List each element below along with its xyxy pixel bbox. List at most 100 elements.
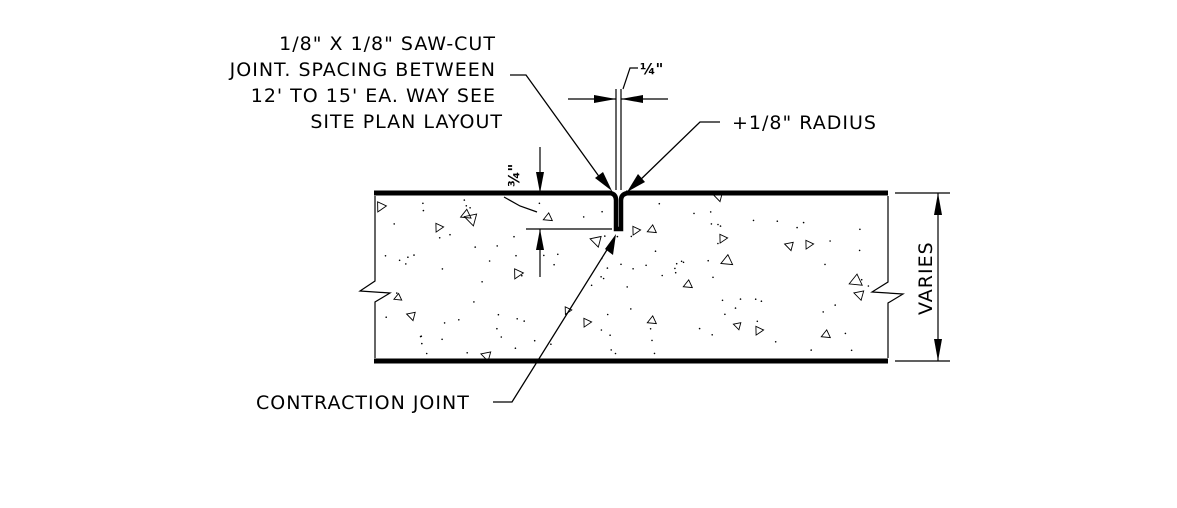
aggregate-speck (488, 260, 491, 262)
aggregate-triangle (583, 317, 593, 328)
aggregate-triangle (480, 351, 492, 363)
aggregate-speck (473, 301, 475, 303)
depth-label-leader (503, 196, 538, 213)
saw-cut-note-line-2: JOINT. SPACING BETWEEN (229, 59, 496, 81)
aggregate-speck (717, 223, 719, 226)
aggregate-speck (533, 339, 536, 342)
aggregate-speck (582, 216, 585, 218)
aggregate-speck (626, 286, 628, 288)
aggregate-speck (521, 274, 523, 277)
saw-cut-joint-groove (609, 190, 629, 232)
saw-cut-note: 1/8" X 1/8" SAW-CUT JOINT. SPACING BETWE… (229, 33, 612, 191)
aggregate-triangle (719, 233, 729, 244)
aggregate-speck (850, 349, 853, 352)
aggregate-triangle (646, 224, 658, 234)
aggregate-speck (496, 327, 498, 330)
aggregate-speck (469, 207, 471, 209)
aggregate-speck (398, 259, 401, 262)
aggregate-speck (385, 316, 388, 319)
aggregate-speck (393, 223, 396, 225)
aggregate-speck (734, 307, 737, 309)
aggregate-speck (844, 332, 847, 335)
aggregate-speck (438, 237, 441, 239)
aggregate-speck (756, 320, 759, 323)
aggregate-speck (590, 284, 593, 287)
aggregate-speck (682, 261, 685, 264)
aggregate-triangle (514, 268, 525, 280)
aggregate-speck (858, 249, 861, 252)
varies-label: VARIES (915, 241, 937, 315)
radius-leader-arrow (627, 174, 645, 192)
aggregate-speck (421, 342, 423, 345)
aggregate-speck (441, 268, 444, 270)
joint-depth-dimension: ¾" (503, 147, 612, 277)
aggregate-speck (513, 235, 515, 238)
aggregate-speck (859, 228, 861, 231)
aggregate-speck (822, 311, 824, 313)
aggregate-speck (760, 300, 763, 303)
aggregate-speck (538, 202, 541, 205)
aggregate-speck (693, 212, 695, 215)
joint-width-dimension: ¼" (568, 60, 668, 190)
aggregate-speck (516, 318, 518, 320)
aggregate-triangle (589, 235, 602, 248)
contraction-joint-leader (493, 244, 611, 403)
aggregate-speck (675, 262, 678, 265)
aggregate-speck (465, 205, 468, 207)
aggregate-speck (604, 235, 606, 237)
depth-arrow-top (536, 172, 544, 193)
radius-note: +1/8" RADIUS (627, 112, 876, 192)
aggregate-speck (674, 271, 677, 274)
width-arrow-left (594, 95, 616, 103)
aggregate-speck (711, 334, 713, 336)
svg-text:1/8" X 1/8" SAW-CUT JOIN: 1/8" X 1/8" SAW-CUT JOINT. SPACING BETWE… (229, 33, 503, 133)
aggregate-speck (463, 199, 466, 201)
aggregate-triangle (755, 325, 765, 336)
aggregate-speck (834, 304, 836, 306)
aggregate-speck (860, 278, 863, 281)
aggregate-speck (602, 277, 605, 280)
saw-cut-note-line-1: 1/8" X 1/8" SAW-CUT (279, 33, 496, 55)
aggregate-speck (609, 334, 611, 337)
aggregate-speck (614, 352, 617, 355)
aggregate-triangle (393, 292, 403, 301)
aggregate-speck (413, 254, 415, 256)
varies-arrow-top (934, 193, 942, 215)
aggregate-speck (550, 343, 552, 346)
saw-cut-note-line-4: SITE PLAN LAYOUT (310, 111, 503, 133)
aggregate-speck (654, 250, 657, 252)
aggregate-speck (717, 242, 719, 245)
aggregate-speck (616, 235, 619, 238)
aggregate-speck (500, 336, 503, 338)
aggregate-speck (557, 253, 559, 256)
aggregate-triangle (848, 273, 863, 286)
aggregate-triangle (632, 225, 642, 236)
contraction-joint-note: CONTRACTION JOINT (256, 234, 616, 414)
aggregate-speck (466, 352, 469, 354)
aggregate-speck (422, 209, 425, 212)
aggregate-speck (481, 281, 483, 283)
aggregate-speck (658, 202, 661, 205)
aggregate-speck (698, 327, 701, 330)
aggregate-speck (514, 347, 517, 350)
aggregate-speck (496, 245, 499, 247)
aggregate-speck (443, 322, 446, 324)
aggregate-speck (620, 263, 622, 266)
aggregate-speck (515, 254, 517, 257)
aggregate-triangle (459, 208, 472, 219)
aggregate-speck (710, 223, 713, 225)
aggregate-speck (774, 341, 777, 343)
aggregate-speck (630, 235, 633, 238)
aggregate-speck (709, 211, 712, 213)
aggregate-speck (553, 263, 555, 266)
aggregate-speck (474, 246, 477, 248)
width-dimension-label: ¼" (640, 60, 663, 78)
aggregate-triangle (435, 222, 445, 233)
aggregate-speck (712, 276, 714, 279)
aggregate-speck (600, 276, 602, 278)
width-label-leader (622, 67, 638, 90)
varies-arrow-bottom (934, 339, 942, 361)
aggregate-triangle (805, 239, 815, 250)
aggregate-speck (425, 352, 428, 355)
aggregate-speck (523, 320, 525, 322)
